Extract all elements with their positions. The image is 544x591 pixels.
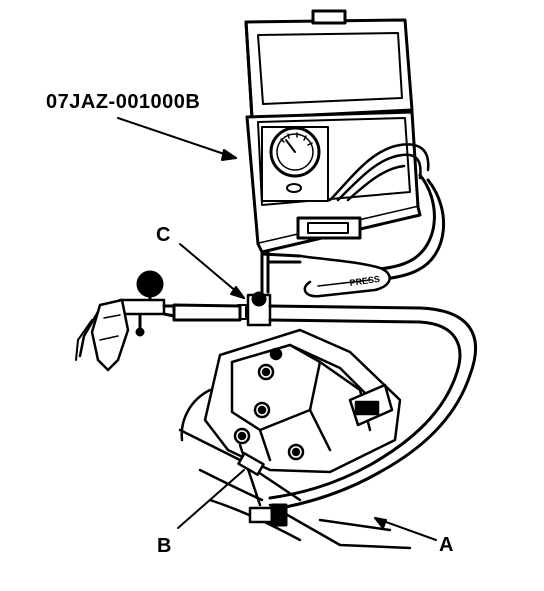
callout-b-label: B bbox=[157, 535, 172, 557]
press-tube bbox=[298, 254, 391, 298]
leader-lines bbox=[117, 117, 437, 541]
callout-a-label: A bbox=[439, 534, 454, 556]
bleeder-pump bbox=[75, 270, 176, 372]
left-hose bbox=[172, 303, 242, 322]
tester-case-lid bbox=[244, 9, 414, 120]
callout-c-label: C bbox=[156, 224, 171, 246]
long-hose-a bbox=[268, 304, 478, 512]
stored-hose-coil bbox=[328, 143, 430, 202]
bleeder-connector bbox=[237, 452, 288, 527]
pressure-gauge bbox=[261, 126, 329, 202]
pump-body bbox=[203, 328, 402, 474]
part-number-label: 07JAZ-001000B bbox=[46, 91, 201, 113]
press-tube-label: PRESS bbox=[349, 274, 381, 288]
